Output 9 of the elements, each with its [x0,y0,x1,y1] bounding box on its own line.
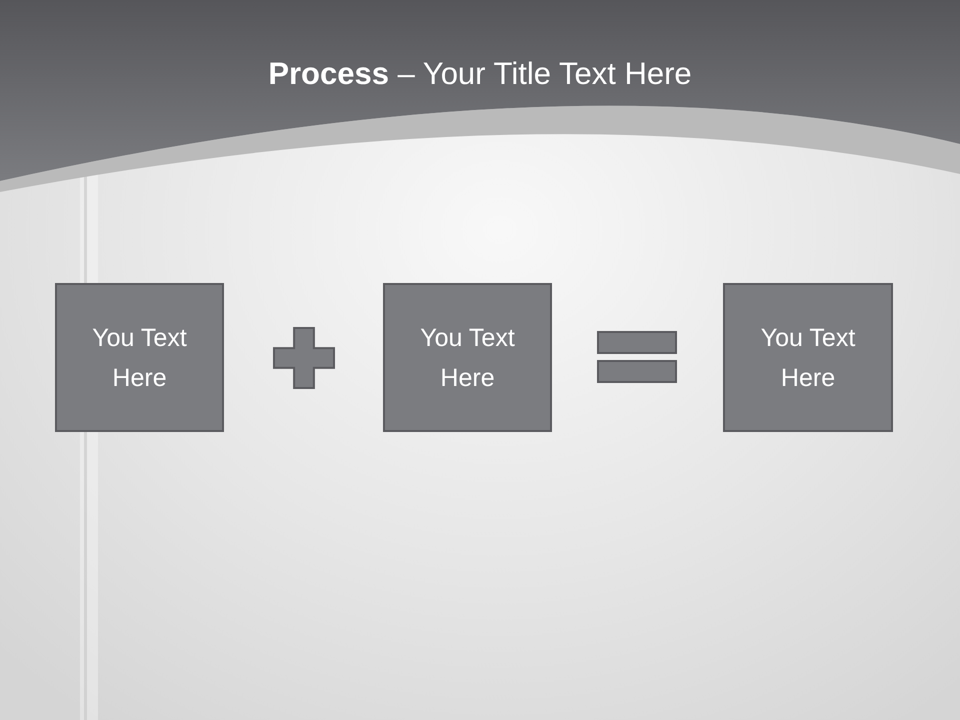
process-box [383,283,552,432]
box-label: You Text Here [760,322,856,394]
box-label: You Text Here [419,322,516,394]
process-box [723,283,893,432]
process-box [55,283,224,432]
equals-sign [597,331,677,383]
box-label: You Text Here [91,322,188,394]
slide-title: Process – Your Title Text Here [267,55,693,93]
plus-sign [273,327,335,389]
